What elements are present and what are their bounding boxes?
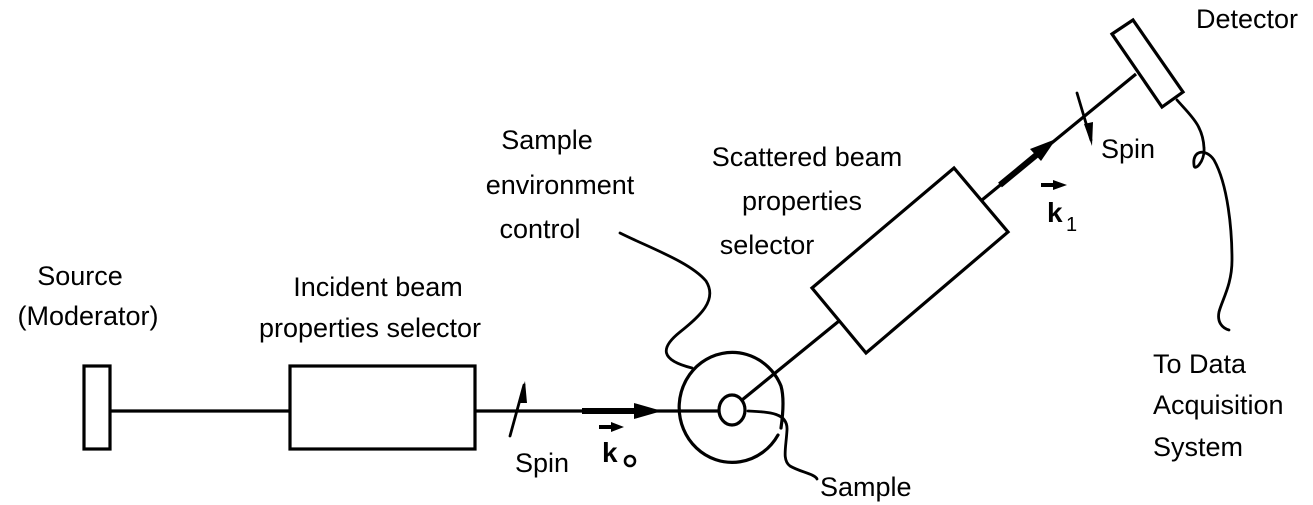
source-label-line1: Source	[37, 261, 123, 291]
sample-environment-control-cable	[618, 231, 712, 370]
incident-selector-label-line2: properties selector	[259, 313, 481, 343]
scattered-spin-arrowhead	[1084, 122, 1093, 146]
k1-vector-arrowhead	[1053, 180, 1067, 190]
scattered-selector-box	[809, 165, 1011, 356]
detector-label: Detector	[1196, 4, 1298, 34]
data-acquisition-label-line2: Acquisition	[1153, 390, 1284, 420]
sample-environment-label-line2: environment	[486, 170, 635, 200]
scattered-beam-arrow-shaft	[998, 149, 1042, 188]
scattered-beam-arrowhead	[1030, 139, 1056, 161]
scattered-selector-label-line1: Scattered beam	[712, 142, 903, 172]
sample-environment-label-line3: control	[499, 214, 580, 244]
detector-box	[1109, 17, 1186, 110]
incident-selector-box	[288, 364, 477, 451]
data-acquisition-cable	[1175, 98, 1234, 332]
scattered-selector-label-line2: properties	[742, 186, 862, 216]
k1-subscript: 1	[1066, 214, 1077, 236]
incident-beam-arrowhead	[634, 403, 662, 419]
incident-spin-arrowhead	[518, 381, 527, 403]
beam-sample-to-scattered	[740, 319, 841, 402]
k1-symbol: k	[1047, 197, 1063, 228]
scattered-selector-label-line3: selector	[720, 230, 815, 260]
sample-label: Sample	[820, 472, 912, 502]
ko-vector-arrowhead	[611, 422, 624, 432]
incident-spin-label: Spin	[515, 448, 569, 478]
sample-environment-label-line1: Sample	[501, 125, 593, 155]
source-label-line2: (Moderator)	[17, 301, 158, 331]
sample-environment-ring	[677, 350, 785, 464]
data-acquisition-label-line1: To Data	[1153, 349, 1247, 379]
sample-pointer-line	[746, 409, 819, 481]
source-moderator-box	[82, 364, 112, 451]
sample-ellipse	[717, 393, 747, 427]
incident-selector-label-line1: Incident beam	[293, 272, 463, 302]
scattered-spin-label: Spin	[1101, 134, 1155, 164]
ko-subscript-o	[623, 454, 637, 468]
data-acquisition-label-line3: System	[1153, 432, 1243, 462]
ko-symbol: k	[602, 437, 618, 468]
